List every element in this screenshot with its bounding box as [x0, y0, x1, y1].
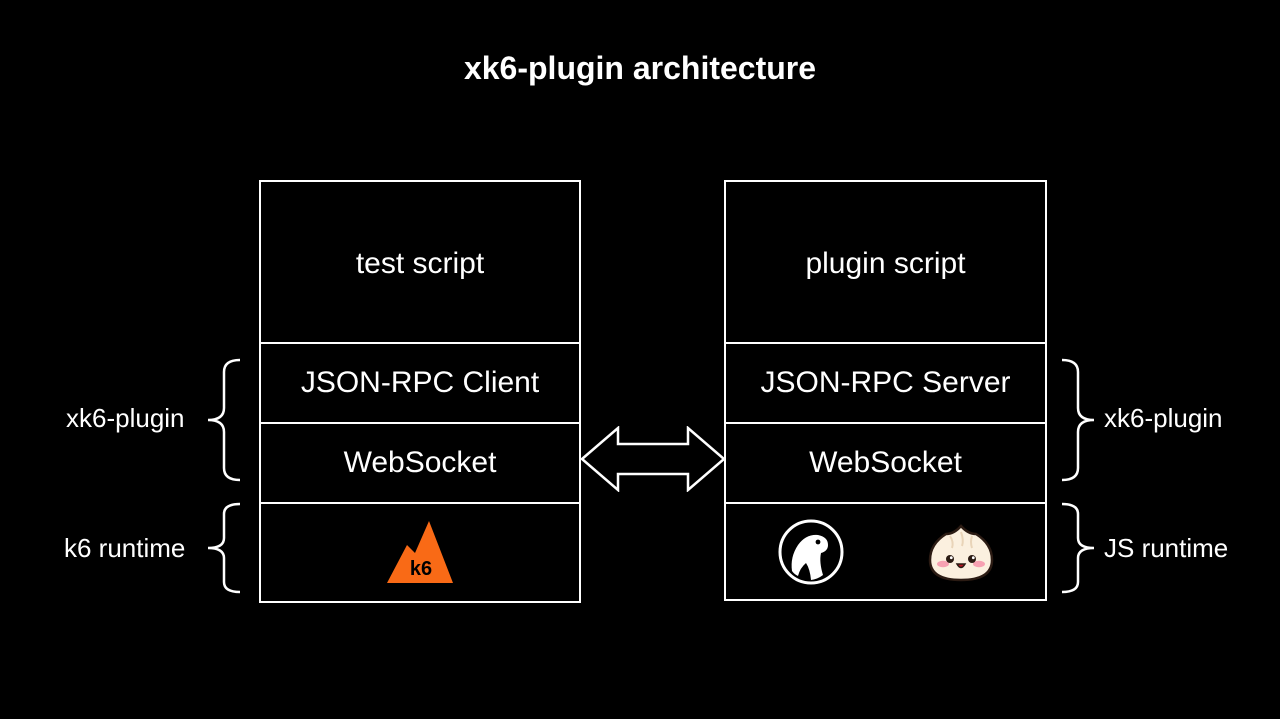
right-label-js-runtime: JS runtime	[1104, 533, 1229, 563]
js-runtime-layer	[726, 502, 1045, 601]
k6-stack: test script JSON-RPC Client WebSocket k6	[259, 180, 581, 603]
left-brace-k6-runtime-icon	[207, 502, 241, 594]
left-label-xk6-plugin: xk6-plugin	[66, 403, 185, 433]
k6-logo-icon: k6	[387, 520, 453, 583]
plugin-script-label: plugin script	[805, 247, 966, 280]
json-rpc-client-label: JSON-RPC Client	[300, 366, 540, 399]
double-arrow-icon	[580, 426, 726, 492]
test-script-layer: test script	[261, 182, 579, 342]
json-rpc-server-label: JSON-RPC Server	[760, 366, 1011, 399]
bun-logo-icon	[928, 524, 994, 582]
right-websocket-layer: WebSocket	[726, 422, 1045, 502]
json-rpc-client-layer: JSON-RPC Client	[261, 342, 579, 422]
left-label-k6-runtime: k6 runtime	[64, 533, 186, 563]
right-label-xk6-plugin: xk6-plugin	[1104, 403, 1223, 433]
right-brace-js-runtime-icon	[1061, 502, 1095, 594]
k6-runtime-layer: k6	[261, 502, 579, 603]
left-websocket-label: WebSocket	[343, 446, 497, 479]
left-brace-xk6-plugin-icon	[207, 358, 241, 482]
deno-logo-icon	[778, 519, 844, 585]
right-brace-xk6-plugin-icon	[1061, 358, 1095, 482]
left-websocket-layer: WebSocket	[261, 422, 579, 502]
test-script-label: test script	[355, 247, 485, 280]
diagram-title: xk6-plugin architecture	[463, 50, 817, 86]
json-rpc-server-layer: JSON-RPC Server	[726, 342, 1045, 422]
plugin-stack: plugin script JSON-RPC Server WebSocket	[724, 180, 1047, 601]
plugin-script-layer: plugin script	[726, 182, 1045, 342]
k6-logo-text: k6	[410, 558, 432, 580]
right-websocket-label: WebSocket	[809, 446, 962, 479]
